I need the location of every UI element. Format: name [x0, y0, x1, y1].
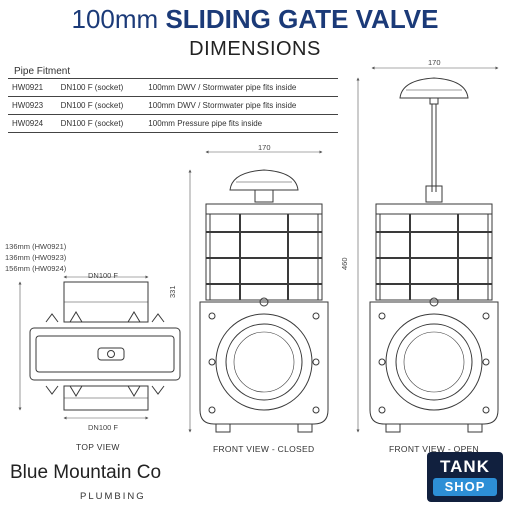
fitment-code: HW0921 [8, 78, 57, 97]
open-height-label: 460 [340, 257, 349, 270]
top-view-length-3: 156mm (HW0924) [5, 264, 67, 273]
brand-subtitle: PLUMBING [80, 491, 146, 502]
front-closed-label: FRONT VIEW - CLOSED [213, 444, 315, 454]
fitment-code: HW0923 [8, 96, 57, 115]
title-size: 100mm [71, 4, 159, 34]
table-row: HW0923 DN100 F (socket) 100mm DWV / Stor… [8, 96, 338, 115]
fitment-description: 100mm DWV / Stormwater pipe fits inside [144, 96, 338, 115]
fitment-connection: DN100 F (socket) [56, 96, 145, 115]
title-name: SLIDING GATE VALVE [165, 4, 439, 34]
fitment-connection: DN100 F (socket) [56, 114, 145, 133]
top-view-length-2: 136mm (HW0923) [5, 253, 67, 262]
tank-shop-logo: TANK SHOP [427, 452, 503, 502]
logo-line-1: TANK [440, 457, 490, 476]
front-view-open [356, 66, 499, 433]
table-row: HW0924 DN100 F (socket) 100mm Pressure p… [8, 114, 338, 133]
fitment-table: HW0921 DN100 F (socket) 100mm DWV / Stor… [8, 78, 338, 133]
logo-line-2: SHOP [433, 478, 497, 496]
top-view-dn-top: DN100 F [88, 271, 119, 280]
fitment-code: HW0924 [8, 114, 57, 133]
table-row: HW0921 DN100 F (socket) 100mm DWV / Stor… [8, 78, 338, 97]
closed-width-label: 170 [258, 143, 271, 152]
fitment-description: 100mm Pressure pipe fits inside [144, 114, 338, 133]
fitment-connection: DN100 F (socket) [56, 78, 145, 97]
top-view [18, 275, 181, 420]
fitment-heading: Pipe Fitment [14, 66, 71, 77]
closed-height-label: 331 [168, 285, 177, 298]
top-view-label: TOP VIEW [76, 442, 120, 452]
front-view-closed [188, 150, 329, 433]
fitment-description: 100mm DWV / Stormwater pipe fits inside [144, 78, 338, 97]
page-subtitle: DIMENSIONS [189, 38, 321, 60]
top-view-length-1: 136mm (HW0921) [5, 242, 67, 251]
front-open-label: FRONT VIEW - OPEN [389, 444, 479, 454]
top-view-dn-bottom: DN100 F [88, 423, 119, 432]
brand-name: Blue Mountain Co [10, 462, 162, 483]
open-width-label: 170 [428, 58, 441, 67]
page-title: 100mm SLIDING GATE VALVE [0, 4, 510, 35]
